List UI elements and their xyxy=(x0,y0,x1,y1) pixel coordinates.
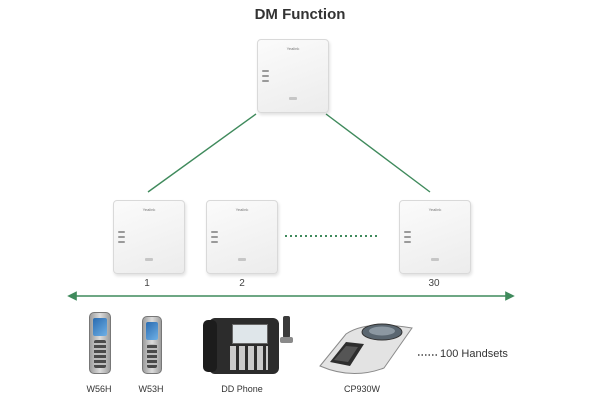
base-button xyxy=(145,258,153,261)
device-label-w56h: W56H xyxy=(86,384,112,394)
w56h-handset-icon xyxy=(89,312,111,374)
w53h-handset-icon xyxy=(142,316,162,374)
handsets-note: 100 Handsets xyxy=(440,348,508,360)
conference-phone-icon xyxy=(319,323,413,375)
base-station-1: Yealink xyxy=(113,200,185,274)
base-button xyxy=(431,258,439,261)
base-station-primary: Yealink xyxy=(257,39,329,113)
led-indicators xyxy=(118,231,125,246)
diagram-title: DM Function xyxy=(254,6,346,23)
led-indicators xyxy=(404,231,411,246)
base-brand: Yealink xyxy=(286,46,300,51)
base-label-30: 30 xyxy=(428,278,440,289)
base-button xyxy=(238,258,246,261)
base-brand: Yealink xyxy=(235,207,249,212)
base-station-30: Yealink xyxy=(399,200,471,274)
base-station-2: Yealink xyxy=(206,200,278,274)
dongle-icon xyxy=(283,316,290,338)
led-indicators xyxy=(211,231,218,246)
device-label-cp930w: CP930W xyxy=(343,384,380,394)
base-brand: Yealink xyxy=(142,207,156,212)
handsets-dotted-line xyxy=(418,354,438,356)
base-label-1: 1 xyxy=(144,278,150,289)
link-line-left xyxy=(147,113,257,193)
device-label-dd-phone: DD Phone xyxy=(221,384,263,394)
led-indicators xyxy=(262,70,269,85)
base-brand: Yealink xyxy=(428,207,442,212)
link-line-right xyxy=(325,113,431,193)
base-label-2: 2 xyxy=(239,278,245,289)
base-button xyxy=(289,97,297,100)
device-label-w53h: W53H xyxy=(138,384,164,394)
